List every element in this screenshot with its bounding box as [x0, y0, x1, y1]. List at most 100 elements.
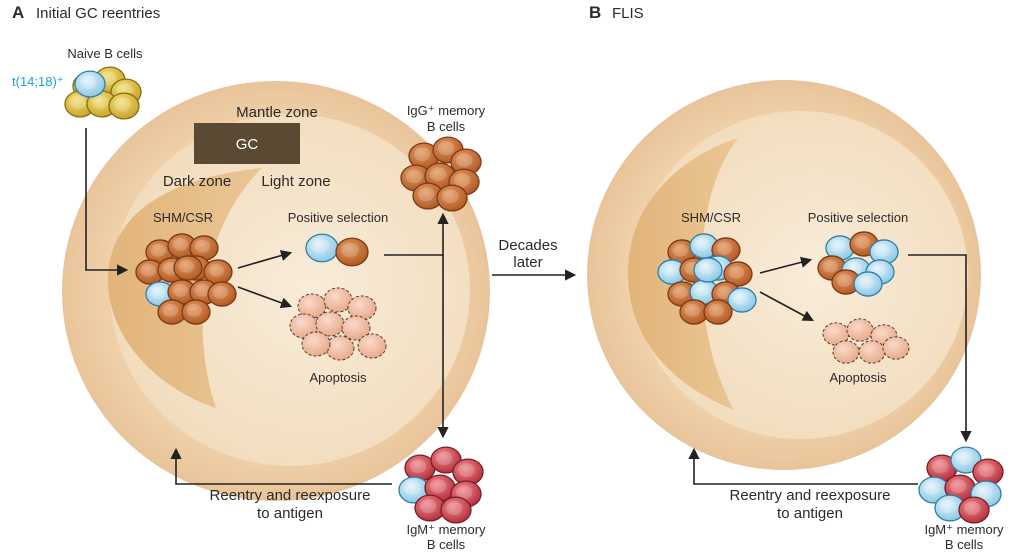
cell-nucleus: [341, 242, 359, 258]
igm-memory-label-b-line1: IgM⁺ memory: [924, 522, 1004, 537]
apoptosis-label-b: Apoptosis: [829, 370, 887, 385]
reentry-label-b-line2: to antigen: [777, 505, 843, 522]
igm-memory-label-b-line2: B cells: [945, 537, 984, 552]
igm-memory-label-a-line2: B cells: [427, 537, 466, 552]
cell: [436, 184, 468, 212]
shm-cell-cluster-b: [657, 233, 757, 325]
cell-nucleus: [923, 481, 941, 496]
cell-nucleus: [150, 285, 167, 299]
cell-nucleus: [417, 187, 435, 202]
cell: [853, 271, 883, 297]
cell-nucleus: [186, 303, 203, 317]
arrow-to-apoptosis-b: [759, 291, 814, 322]
panel-a-title: Initial GC reentries: [36, 5, 160, 22]
apoptotic-cells-b: [822, 318, 910, 364]
igg-memory-cell-cluster: [400, 136, 482, 212]
cell-nucleus: [728, 265, 745, 279]
cell-nucleus: [684, 303, 701, 317]
cell-nucleus: [413, 147, 431, 162]
cell: [181, 299, 211, 325]
arrow-reentry-a: [170, 447, 392, 485]
cell-nucleus: [949, 479, 967, 494]
cell-nucleus: [836, 273, 853, 287]
igg-memory-label-line2: B cells: [427, 119, 466, 134]
cell-nucleus: [955, 451, 973, 466]
cell-nucleus: [140, 263, 157, 277]
igg-memory-label-line1: IgG⁺ memory: [407, 103, 486, 118]
cell: [858, 340, 886, 364]
cell-nucleus: [977, 463, 995, 478]
igm-memory-cell-cluster-a: [398, 446, 484, 524]
dark-zone-label: Dark zone: [163, 173, 231, 190]
cell-nucleus: [429, 167, 447, 182]
shm-csr-label-a: SHM/CSR: [153, 210, 213, 225]
cell-nucleus: [457, 463, 475, 478]
cell-nucleus: [830, 239, 847, 253]
positive-selection-cells-b: [817, 231, 899, 297]
apoptotic-cells-a: [289, 287, 387, 361]
cell-nucleus: [874, 243, 891, 257]
arrow-to-positive-selection-b: [759, 256, 813, 274]
cell: [727, 287, 757, 313]
cell-nucleus: [708, 303, 725, 317]
igm-memory-cell-cluster-b: [918, 446, 1004, 524]
cell: [325, 335, 355, 361]
cell-nucleus: [662, 263, 679, 277]
cell: [207, 281, 237, 307]
cell-nucleus: [453, 173, 471, 188]
cell-nucleus: [455, 153, 473, 168]
cell: [832, 340, 860, 364]
cell-nucleus: [69, 95, 87, 110]
cell-nucleus: [437, 141, 455, 156]
cell: [693, 257, 723, 283]
cell-nucleus: [694, 283, 711, 297]
cell: [846, 318, 874, 342]
naive-b-cells-label: Naive B cells: [67, 46, 143, 61]
cell-nucleus: [429, 479, 447, 494]
cell-nucleus: [172, 283, 189, 297]
cell-nucleus: [113, 97, 131, 112]
cell-nucleus: [732, 291, 749, 305]
cell-nucleus: [931, 459, 949, 474]
panel-b: B FLIS SHM/CSR Positive selection Apopto…: [587, 3, 1004, 552]
arrow-naive-to-gc: [85, 128, 129, 276]
gc-box-label: GC: [236, 136, 259, 153]
cell-nucleus: [435, 451, 453, 466]
cell-nucleus: [178, 259, 195, 273]
cell: [108, 92, 140, 120]
cell-nucleus: [698, 261, 715, 275]
panel-b-letter: B: [589, 3, 601, 22]
cell-nucleus: [194, 239, 211, 253]
panel-a-letter: A: [12, 3, 24, 22]
cell-nucleus: [445, 501, 463, 516]
transition: Decades later: [492, 237, 577, 281]
cell-nucleus: [939, 499, 957, 514]
gc-box: [194, 123, 300, 164]
panel-a: A Initial GC reentries Naive B cells t(1…: [12, 3, 490, 552]
mantle-zone-label: Mantle zone: [236, 104, 318, 121]
positive-selection-label-b: Positive selection: [808, 210, 908, 225]
arrow-to-positive-selection-a: [237, 250, 293, 269]
cell-nucleus: [405, 169, 423, 184]
igm-memory-label-a-line1: IgM⁺ memory: [406, 522, 486, 537]
cell-nucleus: [311, 238, 329, 254]
cell-nucleus: [194, 283, 211, 297]
cell-nucleus: [455, 485, 473, 500]
cell-nucleus: [672, 285, 689, 299]
translocation-label: t(14;18)⁺: [12, 74, 64, 89]
shm-cell-cluster-a: [135, 233, 237, 325]
cell-nucleus: [716, 285, 733, 299]
cell-nucleus: [419, 499, 437, 514]
cell-nucleus: [441, 189, 459, 204]
light-zone-label: Light zone: [261, 173, 330, 190]
arrow-reentry-b: [688, 447, 918, 485]
cell-nucleus: [716, 241, 733, 255]
cell: [301, 331, 331, 357]
cell-nucleus: [162, 303, 179, 317]
cell-nucleus: [672, 243, 689, 257]
cell: [723, 261, 753, 287]
cell-nucleus: [822, 259, 839, 273]
cell-nucleus: [91, 95, 109, 110]
cell: [882, 336, 910, 360]
